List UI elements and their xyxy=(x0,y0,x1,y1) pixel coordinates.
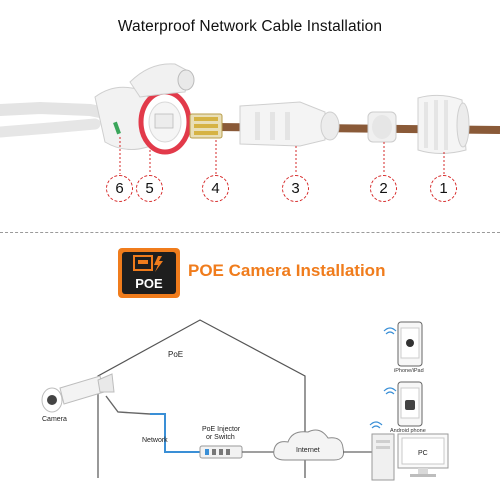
injector-label-line2: or Switch xyxy=(206,434,235,441)
android-wifi-icon xyxy=(383,387,397,395)
internet-cloud-icon xyxy=(273,429,345,461)
end-cap xyxy=(417,94,470,154)
android-label: Android phone xyxy=(390,428,426,434)
network-label: Network xyxy=(142,437,168,444)
section-divider xyxy=(0,232,500,233)
part-marker-5: 5 xyxy=(136,175,163,202)
part-marker-1: 1 xyxy=(430,175,457,202)
poe-logo-icon: POE xyxy=(118,248,180,298)
pc-label: PC xyxy=(418,450,428,457)
cable-components-illustration xyxy=(0,63,500,174)
iphone-icon xyxy=(397,321,423,367)
pc-wifi-icon xyxy=(369,421,383,429)
pc-tower-icon xyxy=(371,433,395,481)
android-phone-icon xyxy=(397,381,423,427)
dc-power-connector xyxy=(129,63,195,98)
house-label: PoE xyxy=(168,350,184,359)
house-outline xyxy=(97,319,306,478)
pc-monitor-icon xyxy=(397,433,449,477)
iphone-label: iPhone/iPad xyxy=(394,368,424,374)
page-title: Waterproof Network Cable Installation xyxy=(117,18,383,35)
rubber-ring-and-socket xyxy=(138,89,192,155)
part-marker-6: 6 xyxy=(106,175,133,202)
network-cable xyxy=(150,413,200,453)
part-marker-4: 4 xyxy=(202,175,229,202)
rj45-plug xyxy=(189,113,223,139)
poe-injector-icon xyxy=(199,445,243,459)
part-marker-3: 3 xyxy=(282,175,309,202)
poe-network-diagram xyxy=(41,319,449,481)
poe-logo-text: POE xyxy=(135,276,163,291)
camera-label: Camera xyxy=(42,416,67,423)
poe-section-title: POE Camera Installation xyxy=(188,261,386,280)
threaded-nut xyxy=(239,101,340,147)
internet-label: Internet xyxy=(296,447,320,454)
iphone-wifi-icon xyxy=(383,327,397,335)
part-marker-2: 2 xyxy=(370,175,397,202)
camera-icon xyxy=(41,373,115,413)
rubber-seal xyxy=(367,111,397,143)
white-cable xyxy=(0,101,116,120)
injector-label-line1: PoE Injector xyxy=(202,426,241,433)
